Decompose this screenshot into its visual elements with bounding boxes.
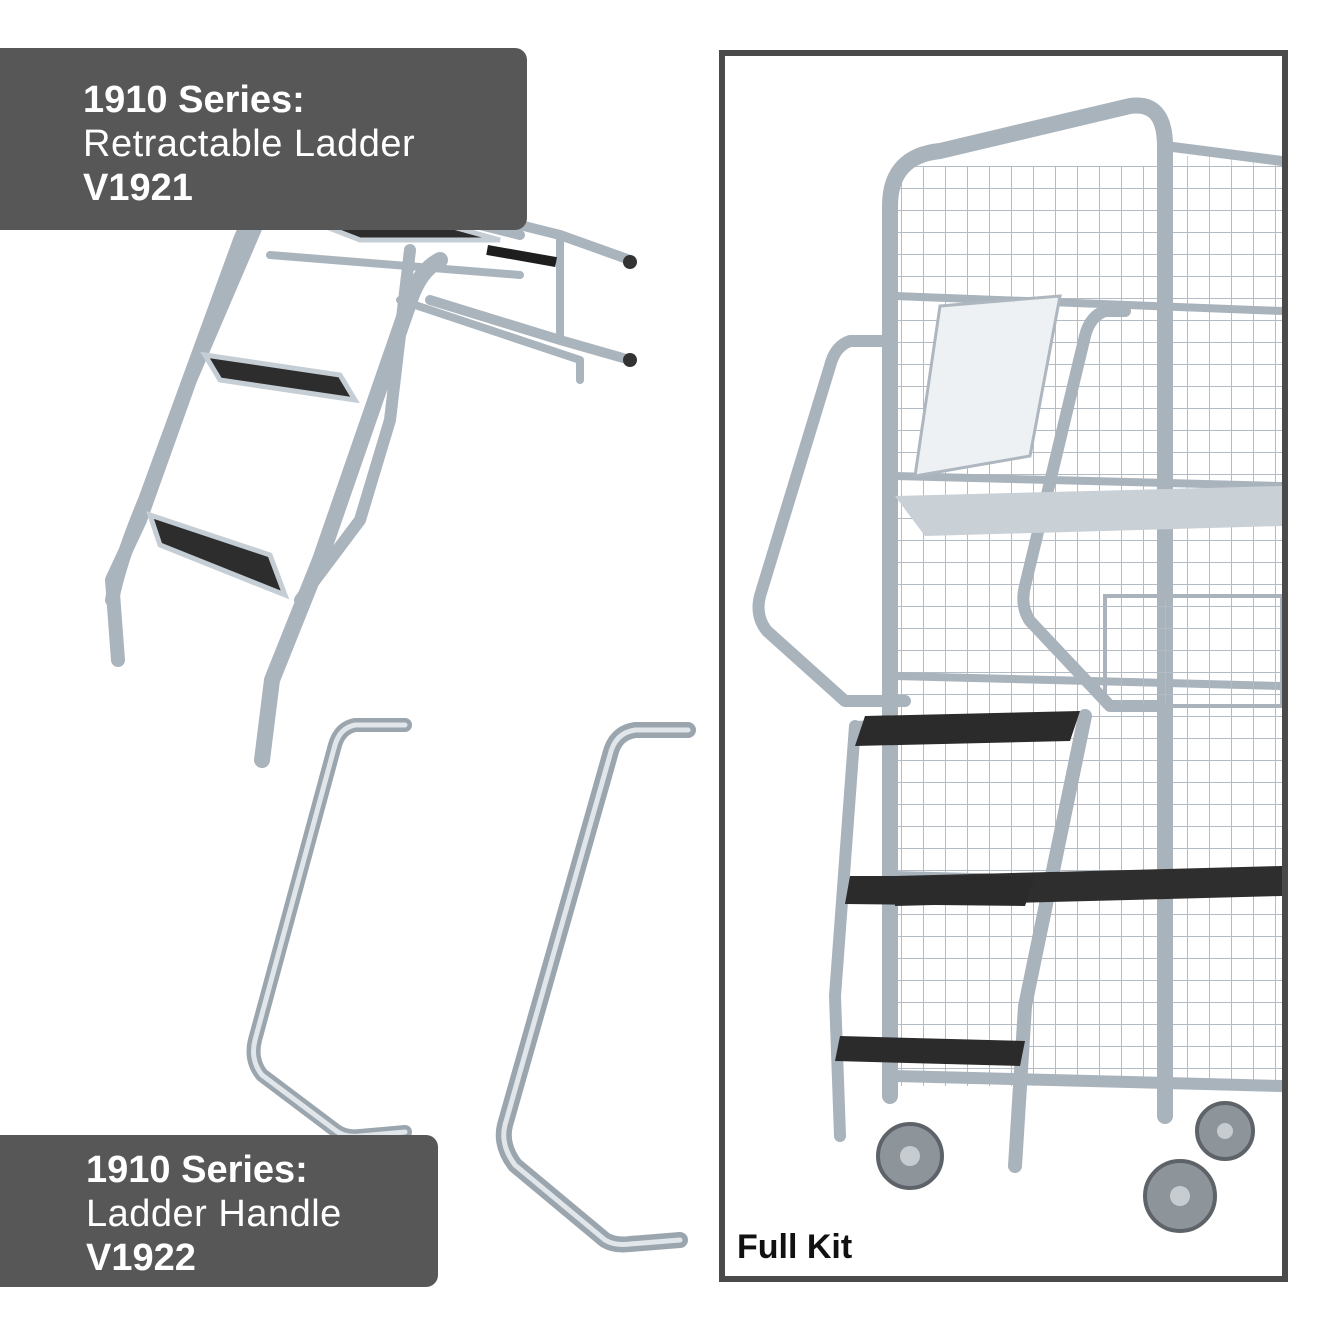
retractable-ladder-label: 1910 Series: Retractable Ladder V1921 (0, 48, 527, 230)
handle-product-name: Ladder Handle (86, 1193, 342, 1235)
handle-product-code: V1922 (86, 1237, 196, 1279)
full-kit-caption: Full Kit (737, 1228, 853, 1266)
handle-series-title: 1910 Series: (86, 1149, 308, 1191)
ladder-handle-label: 1910 Series: Ladder Handle V1922 (0, 1135, 438, 1287)
ladder-product-name: Retractable Ladder (83, 123, 416, 165)
ladder-series-title: 1910 Series: (83, 79, 305, 121)
ladder-product-code: V1921 (83, 167, 193, 209)
full-kit-illustration (752, 97, 1282, 1233)
full-kit-panel (719, 50, 1288, 1282)
